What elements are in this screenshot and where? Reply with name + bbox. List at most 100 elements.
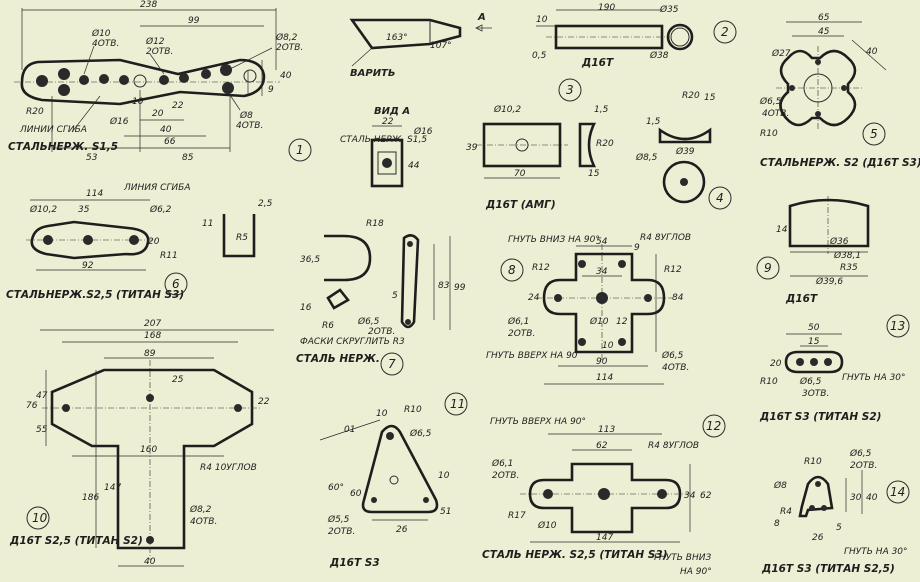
p10-dim: R4 10УГЛОВ (200, 463, 257, 473)
part-13: 50 15 20 R10 Ø6,5 3ОТВ. ГНУТЬ НА 30° Д16… (759, 314, 910, 423)
p7-dim: 16 (300, 303, 312, 313)
p8-dim: 10 (602, 341, 614, 351)
p12-caption: СТАЛЬ НЕРЖ. S2,5 (ТИТАН S3) (482, 549, 668, 561)
p13-dim: Ø6,5 (799, 376, 822, 387)
p6-dim: 20 (148, 237, 160, 247)
p12-dim: 34 (684, 491, 696, 501)
p6-dim: 2,5 (258, 199, 273, 209)
view-a-dim: Ø16 (413, 126, 433, 137)
p10-dim: 168 (144, 331, 161, 341)
p13-bend-note: ГНУТЬ НА 30° (842, 373, 906, 383)
p14-caption: Д16Т S3 (ТИТАН S2,5) (761, 563, 895, 575)
p9-dim: R35 (840, 263, 858, 273)
p6-dim: R5 (236, 233, 248, 243)
p14-dim: 30 (850, 493, 862, 503)
p10-dim: 186 (82, 493, 99, 503)
p14-dim: 2ОТВ. (850, 461, 877, 471)
part-12: 113 62 Ø6,1 2ОТВ. R17 Ø10 147 34 62 R4 8… (482, 414, 726, 577)
p12-bend-note: ГНУТЬ ВВЕРХ НА 90° (490, 417, 586, 427)
p10-dim: 76 (26, 401, 38, 411)
p1-dim: 66 (164, 137, 176, 147)
p10-dim: 89 (144, 349, 156, 359)
p8-dim: R12 (664, 265, 682, 275)
p9-dim: Ø39,6 (815, 276, 843, 287)
p14-dim: R4 (780, 507, 792, 517)
part-3: 190 10 Ø35 0,5 Ø38 Д16Т 3 2 (532, 3, 737, 102)
part-6: 114 35 Ø10,2 Ø6,2 20 R11 92 2,5 11 R5 ЛИ… (6, 183, 273, 301)
p5-dim: 45 (818, 27, 830, 37)
p3-number: 3 (566, 83, 574, 97)
p8-dim: Ø6,5 (661, 350, 684, 361)
view-arrow-label: А (477, 12, 486, 23)
weld-angle: 107° (430, 41, 452, 51)
p1-dim: R20 (26, 107, 44, 117)
p9-dim: Ø38,1 (833, 250, 861, 261)
p5-dim: 4ОТВ. (762, 109, 789, 119)
p7-dim: 83 (438, 281, 450, 291)
p8-dim: 9 (634, 243, 640, 253)
p1-dim: 85 (182, 153, 194, 163)
p4-number: 4 (716, 191, 724, 205)
view-a-title: ВИД А (374, 106, 410, 117)
p9-caption: Д16Т (785, 293, 818, 305)
p11-dim: 51 (440, 507, 451, 517)
p4-dim: 39 (466, 143, 478, 153)
p14-dim: R10 (804, 457, 822, 467)
p13-caption: Д16Т S3 (ТИТАН S2) (759, 411, 881, 423)
p1-dim: Ø10 (91, 28, 111, 39)
p12-dim: 113 (598, 425, 615, 435)
p4-dim: R20 (596, 139, 614, 149)
p1-dim: 40 (160, 125, 172, 135)
p10-dim: 147 (104, 483, 121, 493)
p10-dim: 22 (258, 397, 270, 407)
p1-caption: СТАЛЬНЕРЖ. S1,5 (8, 141, 118, 153)
p6-dim: 35 (78, 205, 90, 215)
p14-dim: 5 (836, 523, 842, 533)
p1-dim: Ø12 (145, 36, 165, 47)
p7-dim: 2ОТВ. (368, 327, 395, 337)
p1-dim: 9 (268, 85, 274, 95)
p9-dim: 14 (776, 225, 788, 235)
p10-dim: 47 (36, 391, 48, 401)
view-a-dim: 22 (382, 117, 394, 127)
p8-dim: 12 (616, 317, 628, 327)
part-5: 65 45 40 Ø27 Ø6,5 4ОТВ. R10 СТАЛЬНЕРЖ. S… (759, 13, 920, 169)
part-4: Ø10,2 1,5 R20 39 70 15 R20 15 1,5 Ø39 Ø8… (466, 91, 732, 211)
p8-dim: 2ОТВ. (508, 329, 535, 339)
p1-dim: 2ОТВ. (146, 47, 173, 57)
p6-dim: Ø6,2 (149, 204, 172, 215)
p11-dim: 60° (328, 483, 344, 493)
p12-dim: 2ОТВ. (492, 471, 519, 481)
p12-dim: Ø10 (537, 520, 557, 531)
p13-dim: R10 (760, 377, 778, 387)
p13-dim: 50 (808, 323, 820, 333)
part-1: 238 99 Ø10 4ОТВ. Ø12 2ОТВ. Ø8,2 2ОТВ. R2… (8, 0, 312, 163)
part-10: 207 168 89 76 47 55 25 22 160 186 147 Ø8… (9, 319, 274, 567)
p8-dim: 34 (596, 267, 608, 277)
p14-dim: 26 (812, 533, 824, 543)
p1-dim: 2ОТВ. (276, 43, 303, 53)
part-11: 10 01 R10 Ø6,5 60° 60 10 Ø5,5 2ОТВ. 51 2… (319, 392, 468, 569)
p3-dim: Ø35 (659, 4, 679, 15)
p11-dim: R10 (404, 405, 422, 415)
p8-bend-note: ГНУТЬ ВНИЗ НА 90° (508, 235, 600, 245)
p10-dim: 207 (144, 319, 161, 329)
p8-dim: Ø10 (589, 316, 609, 327)
p1-dim: Ø8 (239, 110, 253, 121)
p7-dim: R18 (366, 219, 384, 229)
p12-dim: Ø6,1 (491, 458, 513, 469)
part-9: 14 Ø36 Ø38,1 R35 Ø39,6 Д16Т 9 (756, 196, 870, 305)
p12-dim: 147 (596, 533, 613, 543)
weld-angle: 163° (386, 33, 408, 43)
p6-caption: СТАЛЬНЕРЖ.S2,5 (ТИТАН S3) (6, 289, 184, 301)
p11-dim: 01 (344, 425, 355, 435)
p12-bend-note: НА 90° (680, 567, 712, 577)
p1-dim: 4ОТВ. (92, 39, 119, 49)
p11-dim: 10 (376, 409, 388, 419)
part-8: 54 9 34 R12 R12 24 84 Ø6,1 2ОТВ. Ø10 12 … (486, 233, 691, 385)
p8-dim: 54 (596, 237, 608, 247)
p1-dim: 22 (172, 101, 184, 111)
p1-dim: 10 (132, 97, 144, 107)
p10-dim: 55 (36, 425, 48, 435)
